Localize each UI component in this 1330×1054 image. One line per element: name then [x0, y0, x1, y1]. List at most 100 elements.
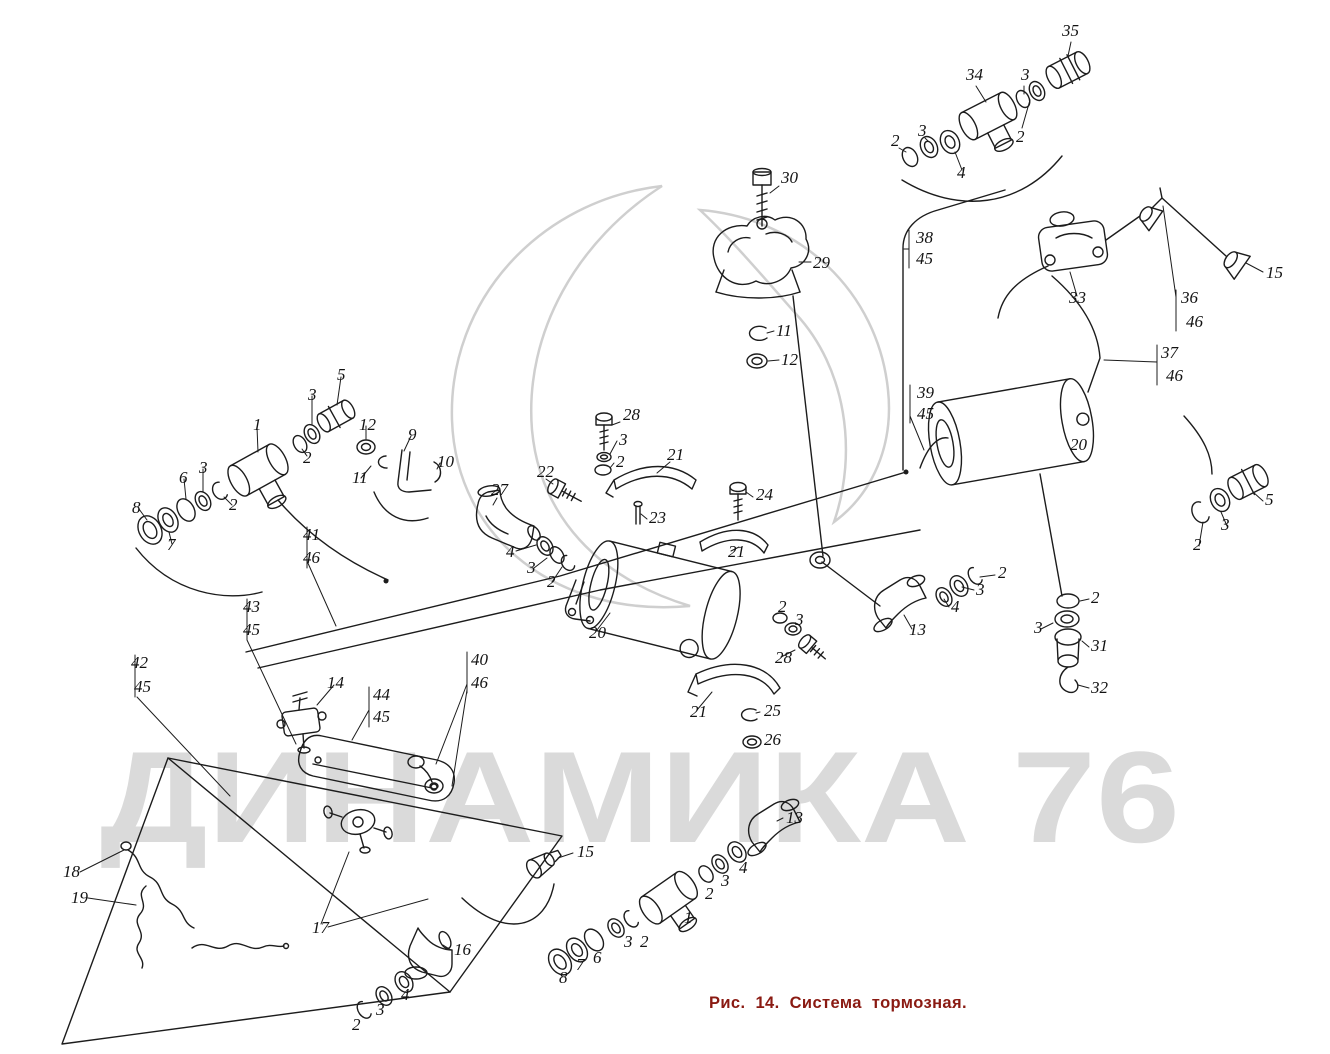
part-label-28-46: 28 [623, 405, 641, 424]
part-label-12-33: 12 [359, 415, 377, 434]
part-label-5-29: 5 [337, 365, 346, 384]
bottom-fitting-chain [547, 798, 801, 976]
part-label-8-40: 8 [132, 498, 141, 517]
part-label-21-52: 21 [728, 542, 745, 561]
washers-13-right [935, 566, 983, 607]
part-label-13-89: 13 [786, 808, 803, 827]
fitting-35 [1045, 51, 1091, 89]
part-label-30-13: 30 [780, 168, 799, 187]
part-label-31-27: 31 [1090, 636, 1108, 655]
elbow-27 [475, 485, 541, 550]
left-fitting-chain [135, 399, 442, 597]
part-label-4-6: 4 [957, 163, 966, 182]
part-label-4-70: 4 [951, 597, 960, 616]
part-label-3-54: 3 [526, 558, 536, 577]
part-label-6-37: 6 [179, 468, 188, 487]
watermark-layer: ДИНАМИКА 76 [100, 184, 1180, 870]
part-label-2-55: 2 [547, 572, 556, 591]
part-label-3-38: 3 [198, 458, 208, 477]
fittings-36-15 [1105, 187, 1251, 280]
part-label-38-17: 38 [915, 228, 934, 247]
part-label-11-34: 11 [352, 468, 368, 487]
part-label-29-14: 29 [813, 253, 831, 272]
part-label-14-60: 14 [327, 673, 345, 692]
part-label-28-68: 28 [775, 648, 793, 667]
tee-fitting-1-bottom [638, 870, 698, 933]
part-label-25-74: 25 [764, 701, 781, 720]
part-label-13-69: 13 [909, 620, 926, 639]
part-label-45-57: 45 [243, 620, 260, 639]
part-label-2-3: 2 [1016, 127, 1025, 146]
part-label-27-44: 27 [491, 480, 510, 499]
tee-fitting-34 [958, 91, 1018, 153]
part-label-42-58: 42 [131, 653, 149, 672]
nut-12 [746, 353, 768, 369]
part-label-8-84: 8 [559, 968, 568, 987]
part-label-34-1: 34 [965, 65, 984, 84]
part-label-10-36: 10 [437, 452, 455, 471]
part-label-46-64: 46 [471, 673, 489, 692]
clamp-straps-21 [605, 465, 781, 697]
part-label-44-61: 44 [373, 685, 391, 704]
figure-caption: Рис. 14. Система тормозная. [709, 994, 967, 1012]
valve-33 [1037, 211, 1109, 272]
elbow-13-bottom [747, 798, 801, 857]
part-label-12-16: 12 [781, 350, 799, 369]
part-label-2-39: 2 [229, 495, 238, 514]
part-label-3-26: 3 [1033, 618, 1043, 637]
bracket-29 [712, 215, 810, 299]
part-label-20-65: 20 [589, 623, 607, 642]
fitting-15-bottom [525, 849, 562, 879]
part-label-40-63: 40 [471, 650, 489, 669]
part-label-3-23: 3 [1220, 515, 1230, 534]
right-air-reservoir [927, 378, 1095, 486]
part-label-22-45: 22 [537, 462, 555, 481]
part-label-24-51: 24 [756, 485, 774, 504]
part-label-4-81: 4 [401, 985, 410, 1004]
flex-hoses [120, 841, 290, 969]
bolt-24 [729, 481, 747, 521]
watermark-swirl-tail-icon [696, 208, 891, 526]
part-label-2-4: 2 [891, 131, 900, 150]
part-label-3-5: 3 [917, 121, 927, 140]
part-label-2-92: 2 [705, 884, 714, 903]
diagram-line-art [61, 41, 1269, 1045]
part-label-3-47: 3 [618, 430, 628, 449]
part-label-46-9: 46 [1186, 312, 1204, 331]
right-fitting-chain [1183, 415, 1269, 524]
part-label-19-77: 19 [71, 888, 89, 907]
part-label-3-71: 3 [975, 580, 985, 599]
part-label-3-91: 3 [720, 871, 730, 890]
ring-25 [740, 708, 758, 722]
part-label-26-75: 26 [764, 730, 782, 749]
part-label-5-22: 5 [1265, 490, 1274, 509]
bolt-28-top [594, 412, 613, 476]
watermark-text: ДИНАМИКА 76 [100, 724, 1180, 870]
elbow-16 [404, 927, 453, 980]
panel-valve-17 [323, 805, 393, 854]
part-label-36-8: 36 [1180, 288, 1199, 307]
ring-11 [748, 325, 768, 342]
part-label-21-73: 21 [690, 702, 707, 721]
part-label-1-32: 1 [253, 415, 262, 434]
part-label-41-42: 41 [303, 525, 320, 544]
part-label-3-30: 3 [307, 385, 317, 404]
elbow-13-right [873, 574, 927, 633]
part-label-18-76: 18 [63, 862, 81, 881]
part-label-46-12: 46 [1166, 366, 1184, 385]
pin-23 [633, 500, 643, 525]
bolt-28-bottom [772, 612, 827, 660]
part-label-2-83: 2 [352, 1015, 361, 1034]
panel-fitting-40 [407, 755, 444, 794]
part-label-20-21: 20 [1070, 435, 1088, 454]
pipe-lines [245, 189, 1101, 669]
part-label-37-11: 37 [1160, 343, 1180, 362]
part-label-7-41: 7 [167, 535, 177, 554]
part-label-4-90: 4 [739, 858, 748, 877]
part-label-2-72: 2 [998, 563, 1007, 582]
part-label-2-48: 2 [616, 452, 625, 471]
washers-16 [356, 971, 414, 1019]
fitting-5-left [316, 399, 356, 433]
